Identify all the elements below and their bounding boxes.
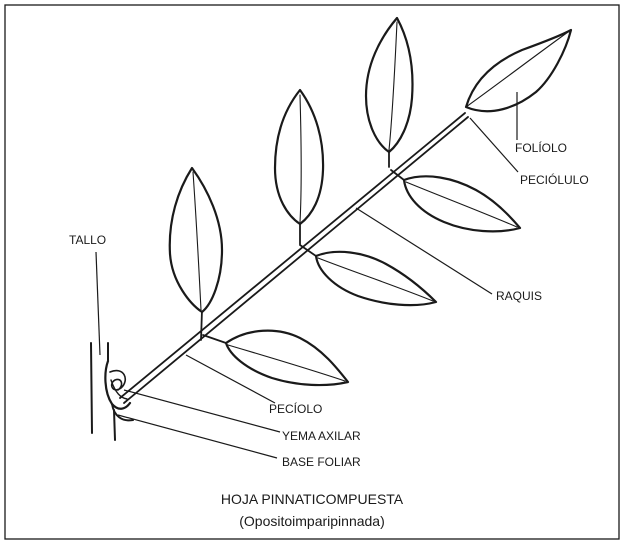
label-peciolo: PECÍOLO	[269, 401, 322, 416]
leader-peciolulo	[470, 118, 518, 172]
leaflet-upper-3	[366, 18, 412, 167]
leader-yema-axilar	[124, 390, 280, 432]
leaflet-terminal	[466, 30, 571, 111]
label-raquis: RAQUIS	[496, 289, 542, 303]
leader-tallo	[96, 252, 100, 355]
caption-title: HOJA PINNATICOMPUESTA	[221, 491, 404, 507]
leader-base-foliar	[118, 415, 277, 458]
label-yema-axilar: YEMA AXILAR	[282, 429, 361, 443]
caption-subtitle: (Opositoimparipinnada)	[239, 513, 385, 529]
label-peciolulo: PECIÓLULO	[520, 172, 589, 187]
label-foliolo: FOLÍOLO	[515, 140, 567, 155]
leaflet-lower-2	[300, 245, 436, 305]
stem	[91, 343, 115, 440]
leaflet-upper-2	[275, 90, 323, 244]
leaflet-lower-3	[391, 170, 520, 231]
label-tallo: TALLO	[69, 233, 106, 247]
leaflet-upper-1	[170, 168, 222, 340]
label-base-foliar: BASE FOLIAR	[282, 455, 361, 469]
leaflet-lower-1	[203, 331, 348, 385]
